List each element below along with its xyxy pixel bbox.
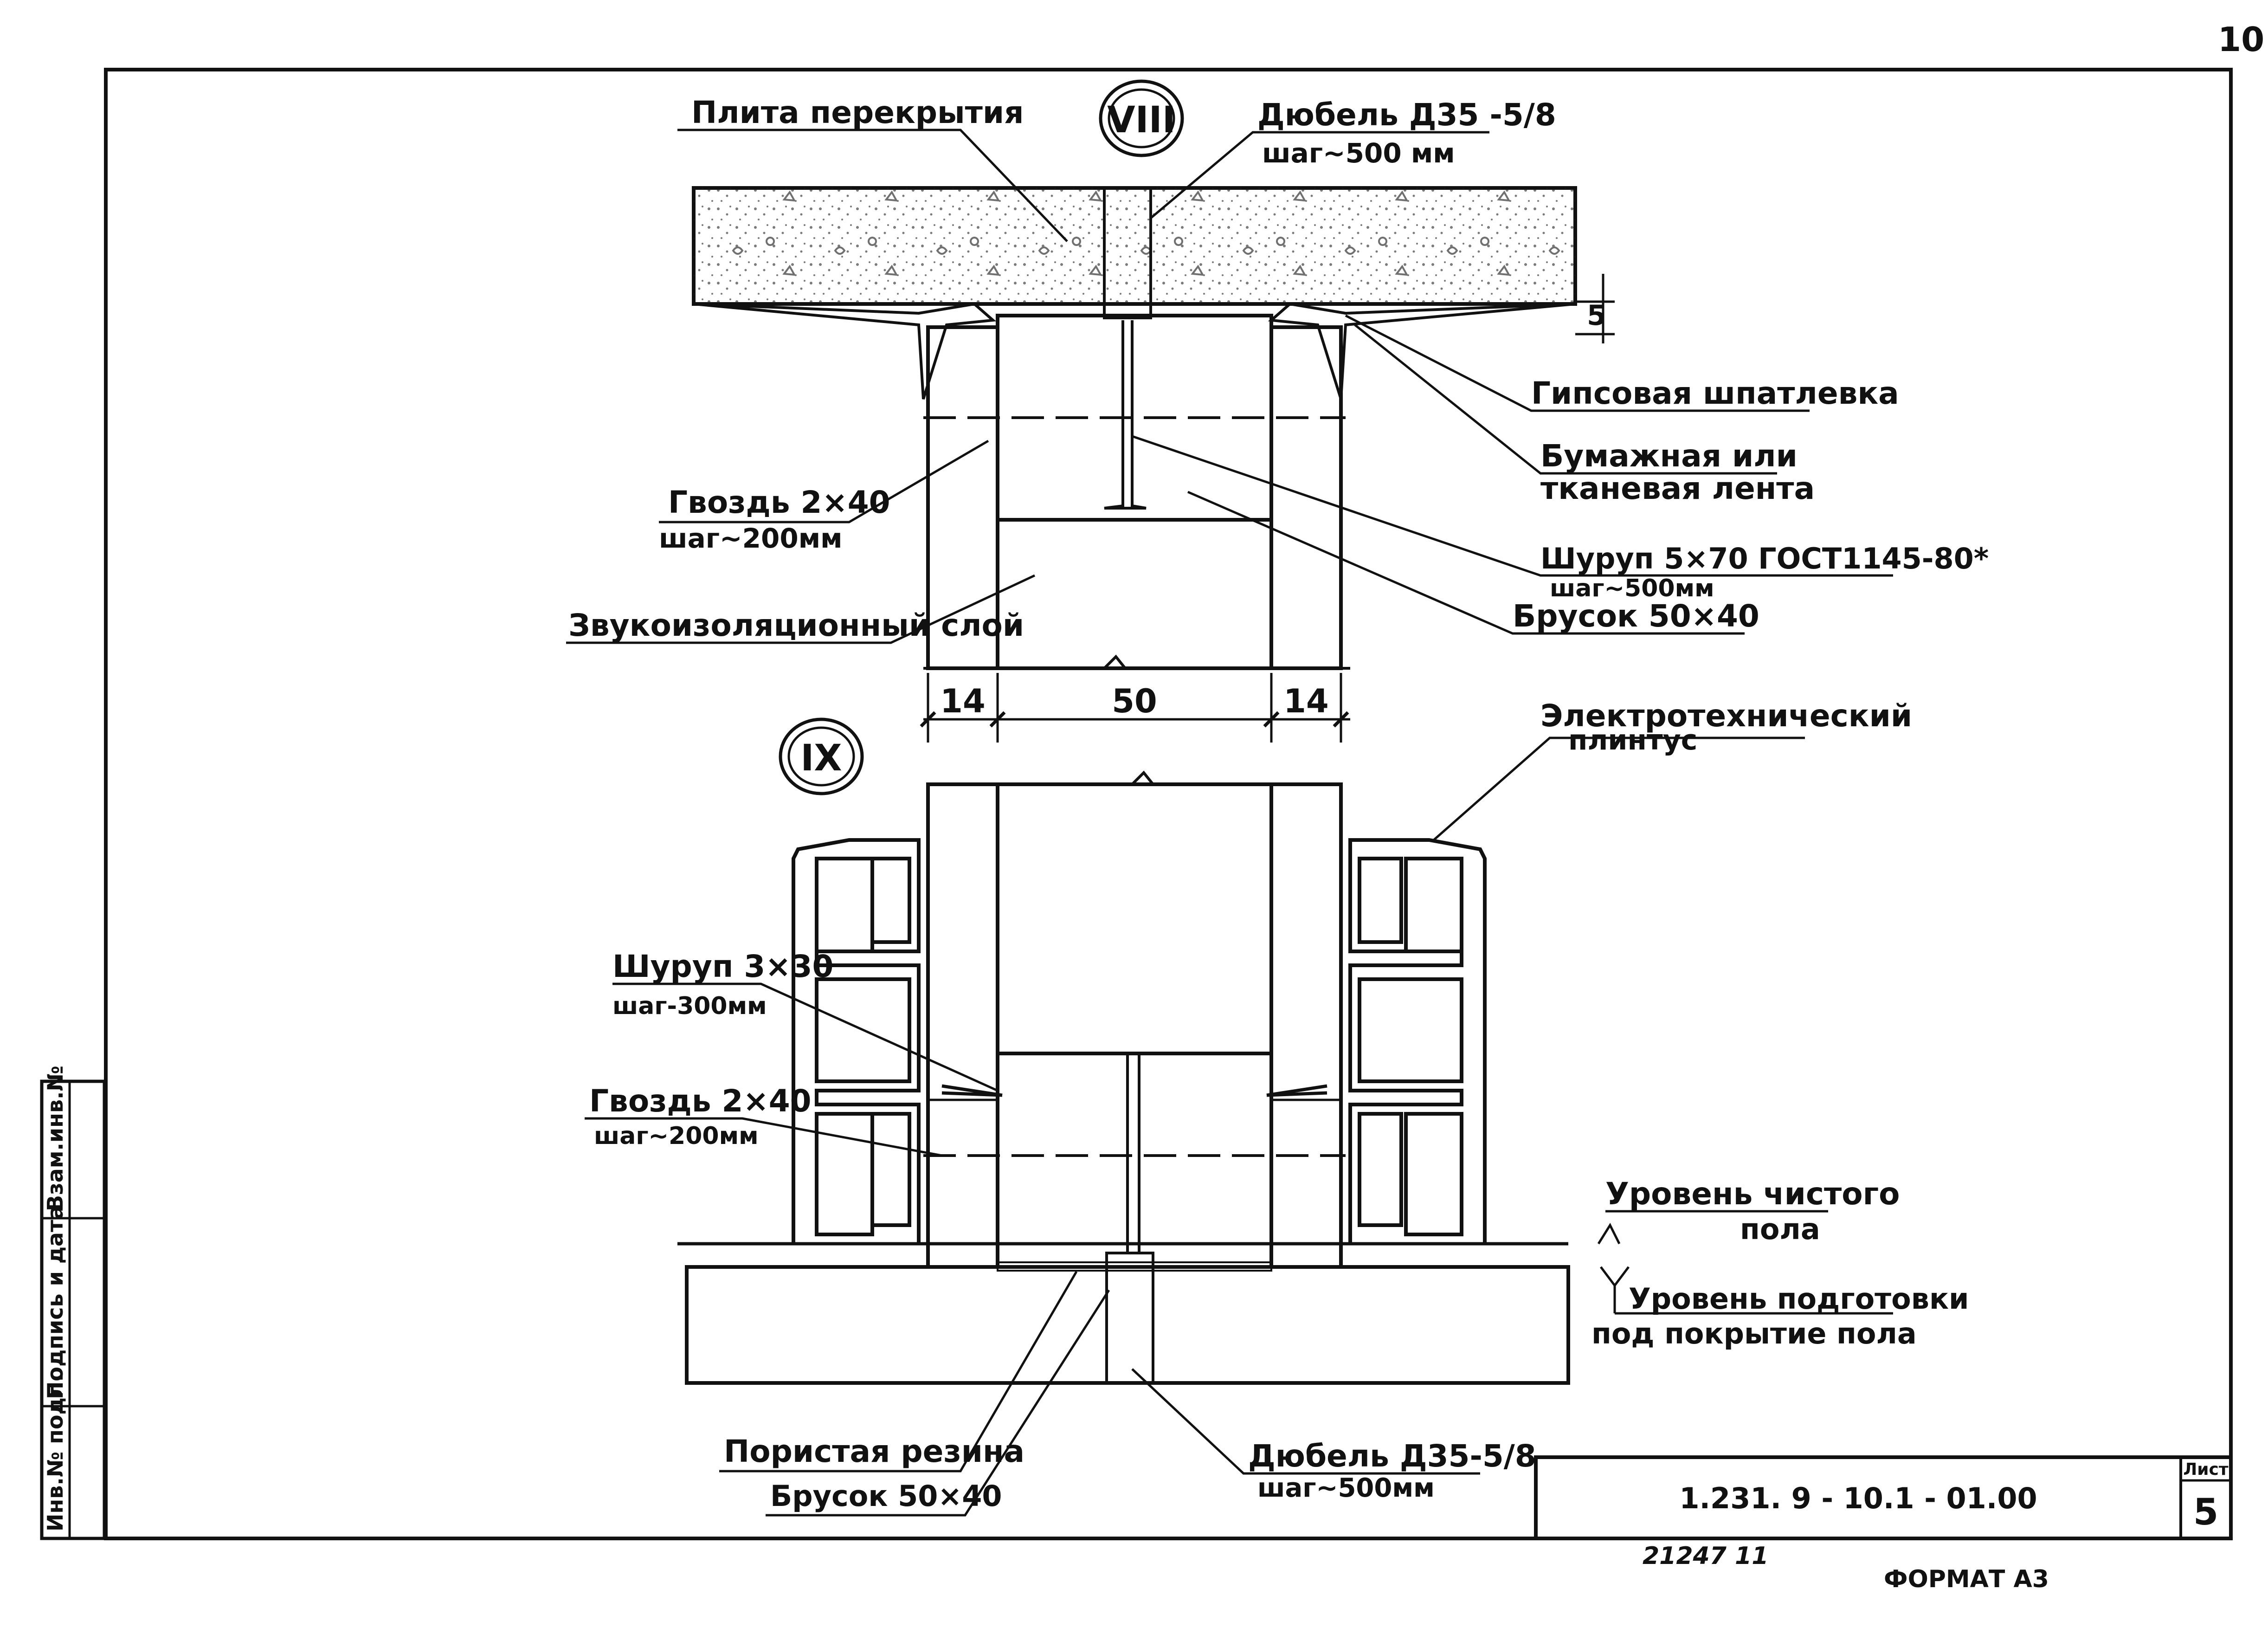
leader-slab xyxy=(677,129,1068,242)
gypsum-board-left-lower xyxy=(926,782,999,1269)
leader-gypsum xyxy=(1345,314,1810,412)
label-floor-1: Уровень чистого xyxy=(1605,1176,1900,1212)
leader-tape xyxy=(1354,324,1777,475)
label-gypsum: Гипсовая шпатлевка xyxy=(1531,375,1899,411)
dowel-upper xyxy=(1103,187,1152,319)
label-slab: Плита перекрытия xyxy=(691,95,1024,130)
floor-base xyxy=(685,1265,1570,1385)
stamp-inv-podl: Инв.№ подл. xyxy=(43,1374,68,1531)
side-stamp: Инв.№ подл. Подпись и дата Взам.инв.№ xyxy=(40,1066,106,1540)
label-baseboard-1: Электротехнический xyxy=(1540,698,1912,734)
leader-screw-upper xyxy=(1132,435,1893,577)
sound-insulation xyxy=(996,518,1273,670)
gypsum-putty-left xyxy=(693,302,997,400)
label-nail-upper: Гвоздь 2×40 xyxy=(668,485,890,520)
label-tape-1: Бумажная или xyxy=(1540,438,1798,474)
section-viii-marker xyxy=(1099,79,1184,157)
leader-rubber xyxy=(719,1271,1078,1473)
gap-dimension: 5 xyxy=(1587,299,1606,332)
label-bar-lower: Брусок 50×40 xyxy=(770,1479,1002,1513)
list-label: Лист xyxy=(2183,1460,2228,1479)
label-screw-upper-step: шаг~500мм xyxy=(1550,575,1714,602)
list-number: 5 xyxy=(2193,1492,2218,1533)
label-prep-1: Уровень подготовки xyxy=(1629,1282,1969,1316)
leader-nail-lower xyxy=(585,1117,942,1157)
sound-insulation-lower xyxy=(996,782,1273,1055)
leader-screw-lower xyxy=(612,982,999,1092)
gypsum-putty-right xyxy=(1268,302,1576,400)
label-baseboard-2: плинтус xyxy=(1568,724,1697,756)
label-screw-lower-step: шаг-300мм xyxy=(612,992,767,1020)
label-screw-upper: Шуруп 5×70 ГОСТ1145-80* xyxy=(1540,542,1989,575)
section-viii: VIII 14 50 14 5 Плита перекрытия Дюбель … xyxy=(566,79,1989,743)
screw-lower xyxy=(1116,1052,1151,1253)
label-floor-2: пола xyxy=(1740,1212,1820,1246)
drawing-designation: 1.231. 9 - 10.1 - 01.00 xyxy=(1679,1481,2037,1515)
label-bar-upper: Брусок 50×40 xyxy=(1513,598,1759,634)
section-viii-label: VIII xyxy=(1107,99,1175,141)
inventory-stamp: 21247 11 xyxy=(1643,1542,1768,1570)
label-nail-upper-step: шаг~200мм xyxy=(659,523,843,554)
format-label: ФОРМАТ А3 xyxy=(1884,1565,2049,1593)
page-number: 10 xyxy=(2218,20,2264,59)
label-dowel-upper: Дюбель Д35 -5/8 xyxy=(1257,97,1556,133)
stamp-vzam: Взам.инв.№ xyxy=(43,1066,68,1211)
screw-upper xyxy=(1104,320,1147,510)
wooden-bar-lower xyxy=(996,1052,1273,1269)
sheet-frame xyxy=(104,68,2233,1540)
label-dowel-lower: Дюбель Д35-5/8 xyxy=(1248,1438,1536,1474)
baseboard-left xyxy=(792,838,921,1244)
dimension-line-upper: 14 50 14 xyxy=(920,673,1350,743)
marker-prep-level xyxy=(1600,1266,1893,1315)
label-nail-lower: Гвоздь 2×40 xyxy=(589,1083,812,1119)
leader-dowel-upper xyxy=(1150,131,1489,219)
screw-3x30-right xyxy=(1266,1084,1327,1097)
screw-3x30-left xyxy=(941,1084,1003,1097)
stamp-podpis: Подпись и дата xyxy=(43,1205,68,1399)
leader-bar-upper xyxy=(1187,491,1745,635)
label-rubber: Пористая резина xyxy=(724,1434,1024,1469)
baseboard-right xyxy=(1348,838,1487,1244)
dim-board-right: 14 xyxy=(1283,682,1328,720)
label-dowel-lower-step: шаг~500мм xyxy=(1257,1473,1435,1503)
marker-finished-floor xyxy=(1597,1210,1828,1245)
gypsum-board-right xyxy=(1269,325,1343,670)
section-ix-label: IX xyxy=(800,737,842,779)
label-screw-lower: Шуруп 3×30 xyxy=(612,949,833,984)
gypsum-board-right-lower xyxy=(1269,782,1343,1269)
section-ix: IX xyxy=(585,698,1969,1517)
label-prep-2: под покрытие пола xyxy=(1591,1317,1917,1350)
leader-bar-lower xyxy=(766,1289,1110,1517)
title-block: 1.231. 9 - 10.1 - 01.00 Лист 5 xyxy=(1534,1455,2233,1540)
section-ix-marker xyxy=(779,717,864,795)
porous-rubber xyxy=(997,1261,1272,1272)
label-soundproof: Звукоизоляционный слой xyxy=(568,607,1024,643)
leader-soundproof xyxy=(566,574,1036,644)
dim-bar: 50 xyxy=(1112,682,1157,720)
label-nail-lower-step: шаг~200мм xyxy=(594,1122,759,1150)
leader-nail-upper xyxy=(659,439,989,523)
leader-dowel-lower xyxy=(1131,1368,1480,1475)
label-tape-2: тканевая лента xyxy=(1540,471,1815,506)
dowel-lower xyxy=(1105,1252,1154,1384)
label-dowel-upper-step: шаг~500 мм xyxy=(1262,137,1455,169)
dim-board-left: 14 xyxy=(940,682,985,720)
leader-baseboard xyxy=(1433,736,1805,841)
